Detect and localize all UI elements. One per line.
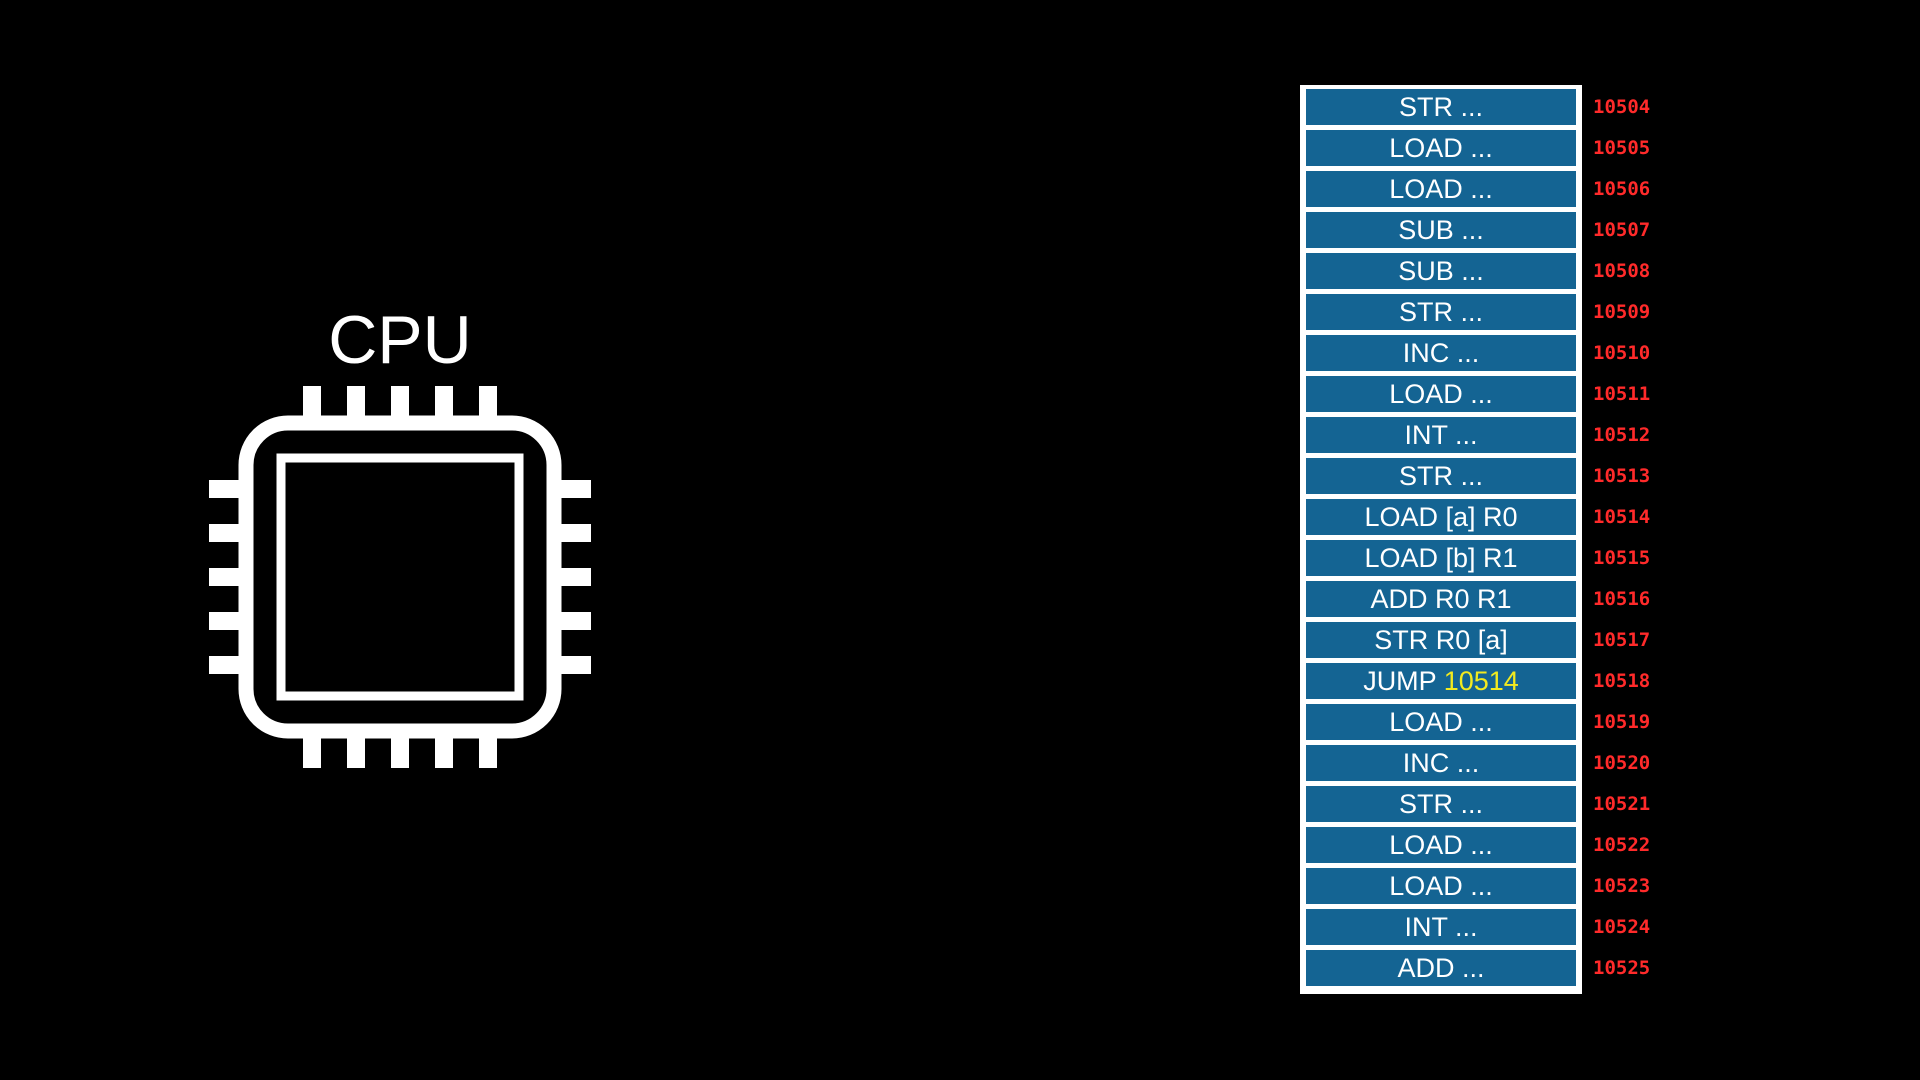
memory-cell: STR ... — [1306, 89, 1576, 125]
memory-address: 10511 — [1593, 383, 1651, 405]
memory-address: 10521 — [1593, 793, 1651, 815]
memory-cell: STR ... — [1306, 458, 1576, 494]
instruction-text: STR ... — [1398, 92, 1483, 122]
instruction-text: LOAD ... — [1389, 379, 1493, 409]
memory-column: STR ... LOAD ... LOAD ... SUB ... SUB ... STR… — [1300, 85, 1582, 994]
instruction-text: JUMP — [1363, 666, 1437, 696]
memory-address: 10516 — [1593, 588, 1651, 610]
memory-cell: LOAD ... — [1306, 704, 1576, 740]
jump-target-text: 10514 — [1443, 666, 1519, 696]
memory-cell: INC ... — [1306, 745, 1576, 781]
instruction-text: LOAD ... — [1389, 174, 1493, 204]
instruction-text: ADD ... — [1397, 953, 1485, 983]
memory-cell: LOAD ... — [1306, 130, 1576, 166]
memory-address: 10509 — [1593, 301, 1651, 323]
memory-cell: LOAD [a] R0 — [1306, 499, 1576, 535]
memory-address: 10504 — [1593, 96, 1651, 118]
instruction-text: STR R0 [a] — [1374, 625, 1508, 655]
memory-cell: SUB ... — [1306, 212, 1576, 248]
memory-address: 10510 — [1593, 342, 1651, 364]
instruction-text: STR ... — [1398, 789, 1483, 819]
memory-cell: INT ... — [1306, 909, 1576, 945]
memory-cell: STR ... — [1306, 294, 1576, 330]
memory-cell: ADD ... — [1306, 950, 1576, 986]
instruction-text: INT ... — [1404, 912, 1478, 942]
instruction-text: STR ... — [1398, 461, 1483, 491]
memory-cell: STR R0 [a] — [1306, 622, 1576, 658]
instruction-text: INT ... — [1404, 420, 1478, 450]
memory-cell: ADD R0 R1 — [1306, 581, 1576, 617]
memory-address: 10512 — [1593, 424, 1651, 446]
instruction-text: STR ... — [1398, 297, 1483, 327]
memory-address: 10506 — [1593, 178, 1651, 200]
memory-address: 10525 — [1593, 957, 1651, 979]
memory-cell: STR ... — [1306, 786, 1576, 822]
memory-address: 10518 — [1593, 670, 1651, 692]
memory-address: 10522 — [1593, 834, 1651, 856]
memory-address: 10520 — [1593, 752, 1651, 774]
instruction-text: LOAD ... — [1389, 830, 1493, 860]
memory-address: 10505 — [1593, 137, 1651, 159]
instruction-text: ADD R0 R1 — [1370, 584, 1512, 614]
instruction-text: SUB ... — [1398, 215, 1484, 245]
memory-cell: INC ... — [1306, 335, 1576, 371]
instruction-text: INC ... — [1402, 748, 1480, 778]
cpu-chip-icon — [209, 386, 591, 768]
memory-address: 10508 — [1593, 260, 1651, 282]
instruction-text: LOAD ... — [1389, 707, 1493, 737]
memory-cell: LOAD ... — [1306, 827, 1576, 863]
memory-address: 10507 — [1593, 219, 1651, 241]
memory-address: 10517 — [1593, 629, 1651, 651]
instruction-text: LOAD [b] R1 — [1364, 543, 1518, 573]
memory-cell: LOAD [b] R1 — [1306, 540, 1576, 576]
memory-cell: LOAD ... — [1306, 376, 1576, 412]
memory-address: 10523 — [1593, 875, 1651, 897]
memory-cell: LOAD ... — [1306, 171, 1576, 207]
instruction-text: LOAD ... — [1389, 133, 1493, 163]
instruction-text: INC ... — [1402, 338, 1480, 368]
cpu-label: CPU — [328, 302, 472, 378]
memory-address: 10519 — [1593, 711, 1651, 733]
memory-address: 10514 — [1593, 506, 1651, 528]
memory-cell: INT ... — [1306, 417, 1576, 453]
memory-cell: LOAD ... — [1306, 868, 1576, 904]
memory-address: 10515 — [1593, 547, 1651, 569]
memory-cell: JUMP 10514 — [1306, 663, 1576, 699]
instruction-text: LOAD ... — [1389, 871, 1493, 901]
memory-address: 10524 — [1593, 916, 1651, 938]
memory-address: 10513 — [1593, 465, 1651, 487]
instruction-text: SUB ... — [1398, 256, 1484, 286]
memory-cell: SUB ... — [1306, 253, 1576, 289]
instruction-text: LOAD [a] R0 — [1364, 502, 1518, 532]
